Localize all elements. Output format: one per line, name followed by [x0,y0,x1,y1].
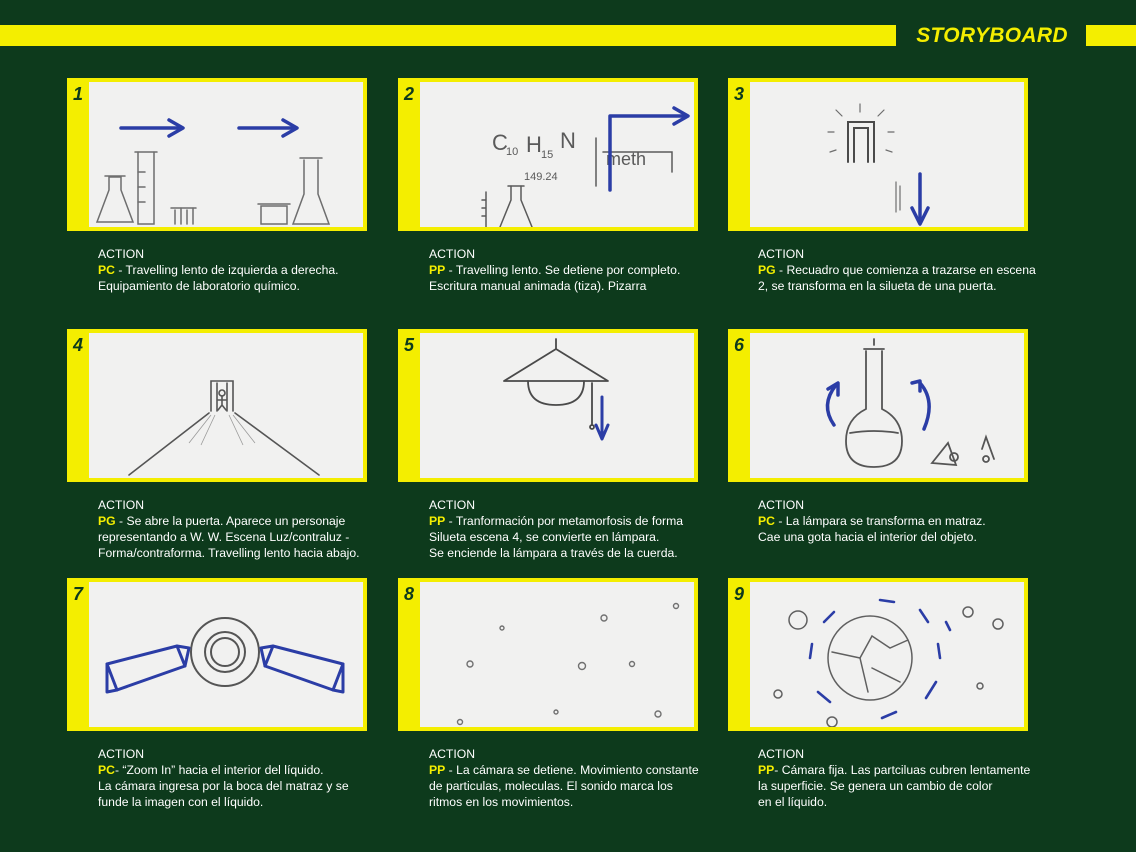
sketch-5-drawing [503,338,610,441]
formula-h: H [526,132,542,157]
caption-line: - Travelling lento de izquierda a derech… [114,263,339,277]
caption-line: - Recuadro que comienza a trazarse en es… [775,263,1036,277]
caption-line: 2, se transforma en la silueta de una pu… [758,279,997,293]
page-title: STORYBOARD [916,24,1068,47]
caption-line: la superficie. Se genera un cambio de co… [758,779,993,793]
sketch-3-drawing [827,103,930,226]
panel-number: 6 [733,335,744,355]
caption-action-label: ACTION [98,498,145,512]
panel-number: 5 [403,335,414,355]
caption-1: ACTION PC - Travelling lento de izquierd… [98,246,403,294]
caption-action-label: ACTION [758,498,805,512]
caption-line: funde la imagen con el líquido. [98,795,264,809]
caption-action-label: ACTION [429,498,476,512]
sketch-9-drawing [773,598,1004,727]
shot-code: PC [98,263,115,277]
sketch-7-drawing [105,617,345,694]
panel-number: 1 [72,84,83,104]
caption-3: ACTION PG - Recuadro que comienza a traz… [758,246,1063,294]
panel-9: 9 [728,578,1028,731]
sketch-5 [420,333,694,478]
sketch-8 [420,582,694,727]
formula-mass: 149.24 [524,171,558,183]
caption-7: ACTION PC- “Zoom In” hacia el interior d… [98,746,403,810]
caption-action-label: ACTION [98,247,145,261]
panel-6: 6 [728,329,1028,482]
panel-number: 4 [72,335,83,355]
caption-action-label: ACTION [429,747,476,761]
sketch-7 [89,582,363,727]
caption-line: Escritura manual animada (tiza). Pizarra [429,279,647,293]
caption-4: ACTION PG - Se abre la puerta. Aparece u… [98,497,403,561]
sketch-6 [750,333,1024,478]
panel-number: 2 [403,84,414,104]
formula-h-sub: 15 [541,149,553,161]
caption-action-label: ACTION [758,247,805,261]
caption-line: - Se abre la puerta. Aparece un personaj… [115,514,346,528]
sketch-1 [89,82,363,227]
shot-code: PP [429,514,446,528]
shot-code: PP [429,763,446,777]
caption-action-label: ACTION [429,247,476,261]
sketch-4-drawing [128,380,320,476]
caption-line: - La lámpara se transforma en matraz. [774,514,986,528]
caption-line: - La cámara se detiene. Movimiento const… [445,763,699,777]
caption-line: La cámara ingresa por la boca del matraz… [98,779,349,793]
formula-n: N [560,128,576,153]
caption-6: ACTION PC - La lámpara se transforma en … [758,497,1063,545]
panel-3: 3 [728,78,1028,231]
panel-number: 8 [403,584,414,604]
panel-8: 8 [398,578,698,731]
sketch-1-drawing [95,118,331,225]
caption-line: Se enciende la lámpara a través de la cu… [429,546,678,560]
caption-line: en el líquido. [758,795,828,809]
caption-action-label: ACTION [98,747,145,761]
panel-number: 3 [733,84,744,104]
caption-line: representando a W. W. Escena Luz/contral… [98,530,350,544]
caption-8: ACTION PP - La cámara se detiene. Movimi… [429,746,734,810]
caption-line: - “Zoom In” hacia el interior del líquid… [114,763,324,777]
header-band-right [1086,25,1136,46]
shot-code: PG [98,514,116,528]
shot-code: PC [758,514,775,528]
panel-5: 5 [398,329,698,482]
sketch-8-drawing [456,602,680,726]
sketch-6-drawing [825,338,995,468]
caption-action-label: ACTION [758,747,805,761]
panel-number: 7 [72,584,83,604]
panel-4: 4 [67,329,367,482]
sketch-4 [89,333,363,478]
caption-line: Equipamiento de laboratorio químico. [98,279,300,293]
caption-line: - Travelling lento. Se detiene por compl… [445,263,681,277]
header-band-left [0,25,896,46]
sketch-9 [750,582,1024,727]
panel-1: 1 [67,78,367,231]
shot-code: PC [98,763,115,777]
caption-line: Forma/contraforma. Travelling lento haci… [98,546,360,560]
caption-line: - Tranformación por metamorfosis de form… [445,514,684,528]
shot-code: PG [758,263,776,277]
caption-5: ACTION PP - Tranformación por metamorfos… [429,497,734,561]
caption-line: de particulas, moleculas. El sonido marc… [429,779,673,793]
caption-9: ACTION PP- Cámara fija. Las partciluas c… [758,746,1063,810]
formula-word: meth [606,149,646,169]
sketch-2-drawing: C 10 H 15 N 149.24 meth [481,106,690,227]
panel-2: C 10 H 15 N 149.24 meth 2 [398,78,698,231]
sketch-3 [750,82,1024,227]
shot-code: PP [429,263,446,277]
panel-7: 7 [67,578,367,731]
formula-c: C [492,130,508,155]
shot-code: PP [758,763,775,777]
caption-line: Silueta escena 4, se convierte en lámpar… [429,530,660,544]
caption-line: Cae una gota hacia el interior del objet… [758,530,977,544]
sketch-2: C 10 H 15 N 149.24 meth [420,82,694,227]
formula-c-sub: 10 [506,146,518,158]
caption-2: ACTION PP - Travelling lento. Se detiene… [429,246,734,294]
caption-line: - Cámara fija. Las partciluas cubren len… [774,763,1031,777]
panel-number: 9 [733,584,744,604]
caption-line: ritmos en los movimientos. [429,795,574,809]
